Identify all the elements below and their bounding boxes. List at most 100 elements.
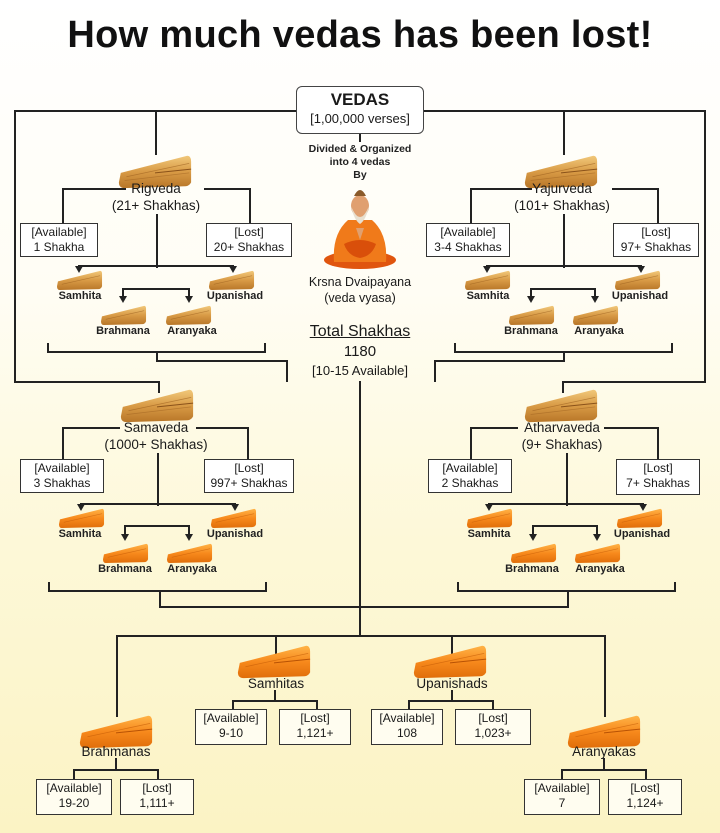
- arrow-down-icon: [119, 296, 127, 303]
- arrow-down-icon: [591, 296, 599, 303]
- sage-vyasa-icon: [324, 190, 396, 269]
- atharvaveda-lost-box: [Lost] 7+ Shakhas: [616, 459, 700, 495]
- samhitas-scroll-icon: [234, 642, 314, 680]
- yajurveda-lost-box: [Lost] 97+ Shakhas: [613, 223, 699, 257]
- lost-label: [Lost]: [643, 461, 673, 475]
- connector: [157, 453, 159, 506]
- part-upanishad: Upanishad: [613, 528, 671, 540]
- upanishads-lost-box: [Lost] 1,023+: [455, 709, 531, 745]
- available-label: [Available]: [442, 461, 498, 475]
- connector: [188, 525, 190, 534]
- brahmanas-name: Brahmanas: [81, 744, 151, 759]
- author-name: Krsna Dvaipayana: [308, 275, 412, 289]
- available-value: 3 Shakhas: [33, 476, 91, 490]
- arrow-down-icon: [121, 534, 129, 541]
- available-value: 1 Shakha: [33, 240, 85, 254]
- connector: [612, 188, 658, 190]
- connector: [457, 590, 676, 592]
- connector: [563, 110, 565, 155]
- connector: [492, 700, 494, 710]
- connector: [188, 288, 190, 296]
- arrow-down-icon: [637, 266, 645, 273]
- connector: [286, 360, 288, 382]
- lost-value: 1,124+: [626, 796, 664, 810]
- yajurveda-block: Yajurveda (101+ Shakhas): [496, 180, 628, 214]
- connector: [247, 427, 249, 460]
- divided-line1: Divided & Organized: [308, 143, 412, 155]
- brahmana-scroll-icon: [510, 541, 558, 564]
- divided-by: By: [353, 169, 367, 181]
- connector: [158, 381, 160, 393]
- connector: [451, 635, 453, 657]
- arrow-down-icon: [185, 296, 193, 303]
- connector: [73, 769, 75, 780]
- connector: [359, 381, 361, 637]
- connector: [232, 700, 318, 702]
- atharvaveda-name: Atharvaveda: [524, 420, 600, 435]
- connector: [122, 288, 190, 290]
- connector: [408, 700, 410, 710]
- rigveda-shakhas: (21+ Shakhas): [111, 198, 201, 213]
- author-block: Krsna Dvaipayana (veda vyasa): [290, 274, 430, 306]
- connector: [62, 188, 126, 190]
- samaveda-lost-box: [Lost] 997+ Shakhas: [204, 459, 294, 493]
- connector: [470, 188, 472, 224]
- part-aranyaka: Aranyaka: [575, 563, 625, 575]
- connector: [116, 635, 118, 717]
- brahmana-scroll-icon: [508, 303, 556, 326]
- available-label: [Available]: [534, 781, 590, 795]
- part-samhita: Samhita: [58, 528, 102, 540]
- connector: [274, 690, 276, 702]
- available-value: 2 Shakhas: [441, 476, 499, 490]
- connector: [14, 110, 16, 382]
- connector: [657, 427, 659, 460]
- lost-label: [Lost]: [142, 781, 172, 795]
- brahmanas-available-box: [Available] 19-20: [36, 779, 112, 815]
- part-brahmana: Brahmana: [98, 563, 152, 575]
- samaveda-shakhas: (1000+ Shakhas): [104, 437, 208, 452]
- rigveda-block: Rigveda (21+ Shakhas): [90, 180, 222, 214]
- connector: [562, 381, 564, 393]
- rigveda-available-box: [Available] 1 Shakha: [20, 223, 98, 257]
- brahmanas-lost-box: [Lost] 1,111+: [120, 779, 194, 815]
- arrow-down-icon: [527, 296, 535, 303]
- connector: [604, 635, 606, 717]
- connector: [594, 288, 596, 296]
- connector: [704, 110, 706, 382]
- aranyaka-scroll-icon: [574, 541, 622, 564]
- available-value: 7: [558, 796, 566, 810]
- part-brahmana: Brahmana: [505, 563, 559, 575]
- lost-value: 97+ Shakhas: [620, 240, 692, 254]
- connector: [603, 758, 605, 770]
- upanishads-scroll-icon: [410, 642, 490, 680]
- available-value: 3-4 Shakhas: [434, 240, 502, 254]
- lost-value: 1,111+: [139, 796, 175, 810]
- brahmana-scroll-icon: [102, 541, 150, 564]
- connector: [562, 381, 706, 383]
- connector: [408, 700, 494, 702]
- connector: [604, 427, 658, 429]
- connector: [155, 110, 157, 155]
- part-aranyaka: Aranyaka: [167, 325, 217, 337]
- connector: [454, 343, 456, 353]
- connector: [566, 453, 568, 506]
- arrow-down-icon: [77, 504, 85, 511]
- part-aranyaka: Aranyaka: [574, 325, 624, 337]
- connector: [156, 360, 288, 362]
- upanishad-scroll-icon: [208, 268, 256, 291]
- connector: [156, 351, 158, 361]
- connector: [124, 525, 190, 527]
- part-samhita: Samhita: [58, 290, 102, 302]
- connector: [470, 427, 472, 460]
- connector: [488, 503, 644, 505]
- samaveda-name: Samaveda: [123, 420, 189, 435]
- aranyakas-available-box: [Available] 7: [524, 779, 600, 815]
- lost-label: [Lost]: [641, 225, 671, 239]
- aranyakas-lost-box: [Lost] 1,124+: [608, 779, 682, 815]
- connector: [78, 265, 234, 267]
- lost-value: 997+ Shakhas: [210, 476, 288, 490]
- connector: [73, 769, 159, 771]
- connector: [359, 134, 361, 142]
- samhita-scroll-icon: [466, 506, 514, 529]
- connector: [62, 427, 64, 460]
